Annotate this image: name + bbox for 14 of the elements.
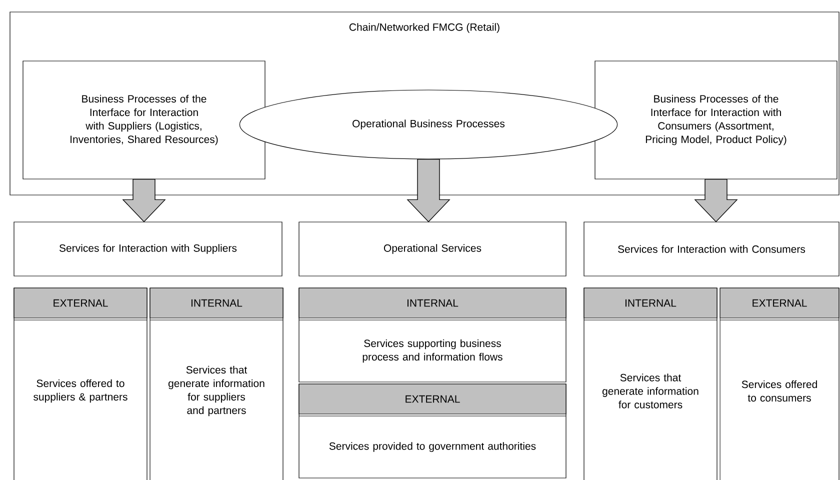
process-box: Business Processes of the Interface for Interaction with Suppliers (Logistics, Inventories, Shared Resources) (22, 60, 266, 180)
process-box: Services for Interaction with Suppliers (14, 222, 282, 276)
process-box: Operational Services (298, 222, 566, 276)
service-column: EXTERNAL Services provided to government authorities (298, 384, 566, 478)
service-column: EXTERNAL Services offered to consumers (720, 288, 840, 480)
service-column: INTERNAL Services that generate information for customers (584, 288, 718, 480)
service-column: EXTERNAL Services offered to suppliers & partners (14, 288, 148, 480)
block-arrow (406, 158, 450, 222)
block-arrow (694, 178, 738, 222)
block-arrow (122, 178, 166, 222)
process-box: Business Processes of the Interface for Interaction with Consumers (Assortment, Pricing Model, Product Policy) (594, 60, 838, 180)
process-box: Services for Interaction with Consumers (584, 222, 840, 276)
service-column: INTERNAL Services supporting business process and information flows (298, 288, 566, 382)
service-column: INTERNAL Services that generate information for suppliers and partners (150, 288, 284, 480)
